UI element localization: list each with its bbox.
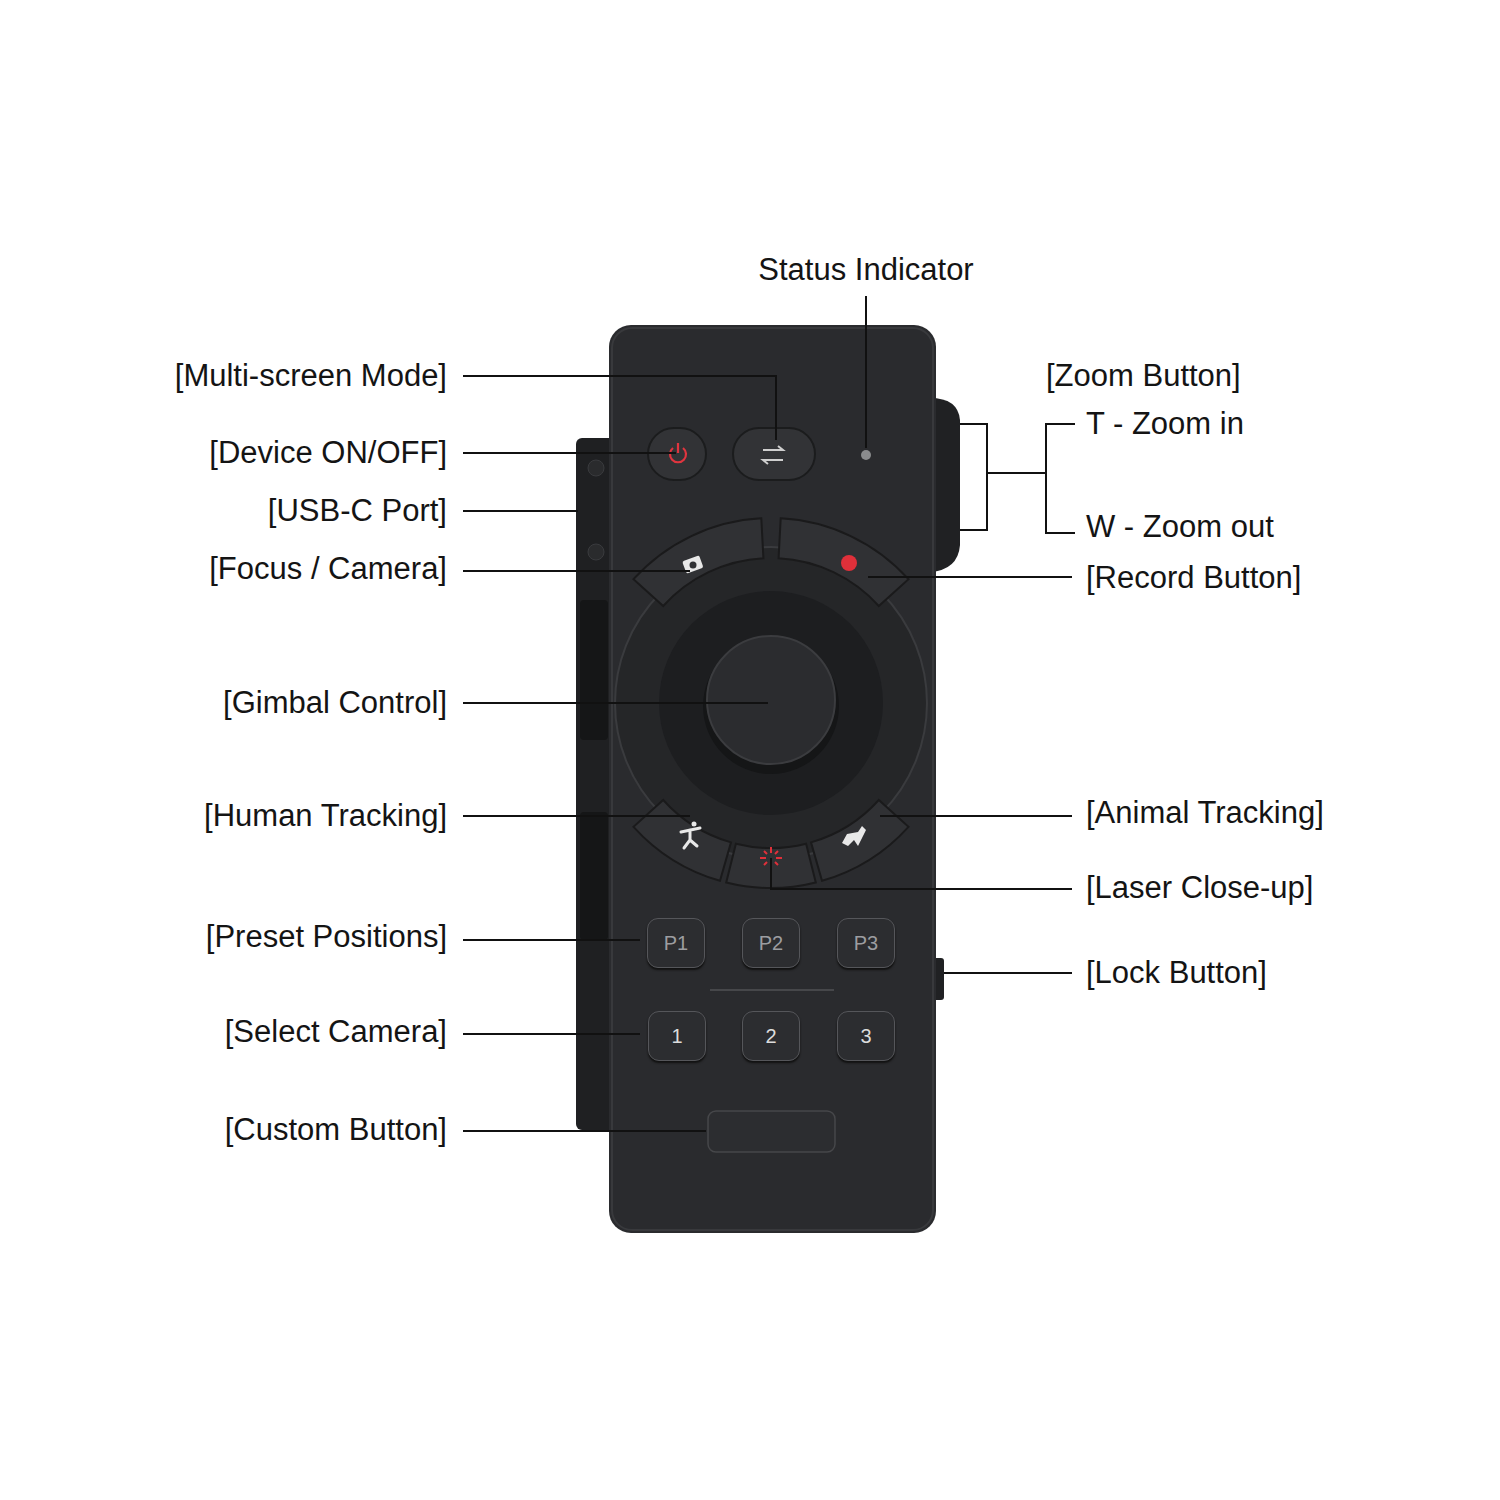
callout-text: T - Zoom in — [1086, 406, 1244, 441]
callout-label: [Focus / Camera] — [209, 552, 447, 586]
status-led — [861, 450, 871, 460]
leader-line — [944, 972, 1072, 974]
callout-label: [Record Button] — [1086, 561, 1301, 595]
leader-line — [463, 702, 768, 704]
button-label: 2 — [765, 1025, 776, 1047]
remote-button: 1 — [648, 1011, 706, 1061]
remote-button: P2 — [742, 918, 800, 968]
callout-text: [Multi-screen Mode] — [175, 358, 447, 393]
joystick — [707, 636, 835, 764]
zoom-bracket — [960, 424, 1075, 533]
custom-button — [708, 1111, 835, 1152]
callout-text: [Focus / Camera] — [209, 551, 447, 586]
leader-line — [463, 452, 676, 454]
record-icon — [841, 555, 857, 571]
callout-label: W - Zoom out — [1086, 510, 1274, 544]
multiscreen-button — [733, 428, 815, 480]
callout-label: Status Indicator — [758, 253, 973, 287]
callout-label: [USB-C Port] — [268, 494, 447, 528]
callout-label: [Animal Tracking] — [1086, 796, 1324, 830]
leader-line — [865, 296, 867, 448]
side-hole — [588, 460, 604, 476]
button-label: P1 — [664, 932, 688, 954]
remote-button: P3 — [837, 918, 895, 968]
leader-line — [880, 815, 1072, 817]
callout-label: [Laser Close-up] — [1086, 871, 1313, 905]
leader-line — [771, 858, 1072, 889]
leader-line — [463, 376, 776, 440]
leader-line — [463, 570, 690, 572]
leader-line — [463, 1130, 706, 1132]
human-icon — [681, 822, 700, 849]
callout-text: [Zoom Button] — [1046, 358, 1241, 393]
remote-body — [609, 325, 936, 1233]
callout-text: W - Zoom out — [1086, 509, 1274, 544]
button-label: P2 — [759, 932, 783, 954]
side-slot — [580, 600, 608, 740]
multiscreen-icon — [763, 446, 783, 464]
separator — [710, 989, 834, 991]
callout-label: [Select Camera] — [225, 1015, 447, 1049]
callout-label: [Lock Button] — [1086, 956, 1267, 990]
remote-button: P1 — [647, 918, 705, 968]
callout-text: [Human Tracking] — [204, 798, 447, 833]
leader-line — [463, 510, 578, 512]
side-hole — [588, 544, 604, 560]
callout-label: [Preset Positions] — [206, 920, 447, 954]
callout-text: Status Indicator — [758, 252, 973, 287]
side-slot — [580, 812, 608, 940]
callout-text: [Laser Close-up] — [1086, 870, 1313, 905]
power-icon — [677, 443, 679, 453]
callout-text: [Animal Tracking] — [1086, 795, 1324, 830]
camera-icon — [690, 562, 697, 569]
leader-line — [463, 1033, 640, 1035]
button-label: 1 — [671, 1025, 682, 1047]
callout-text: [Device ON/OFF] — [209, 435, 447, 470]
callout-text: [Preset Positions] — [206, 919, 447, 954]
remote-button: 2 — [742, 1011, 800, 1061]
button-label: P3 — [854, 932, 878, 954]
leader-line — [463, 939, 640, 941]
callout-text: [Custom Button] — [225, 1112, 447, 1147]
callout-label: [Custom Button] — [225, 1113, 447, 1147]
callout-text: [Select Camera] — [225, 1014, 447, 1049]
animal-icon — [842, 826, 866, 846]
callout-label: [Zoom Button] — [1046, 359, 1241, 393]
button-label: 3 — [860, 1025, 871, 1047]
human-tracking-button — [634, 800, 732, 881]
record-button — [779, 518, 909, 606]
leader-line — [463, 815, 690, 817]
leader-line — [868, 576, 1072, 578]
callout-text: [Gimbal Control] — [223, 685, 447, 720]
callout-text: [Lock Button] — [1086, 955, 1267, 990]
body-edge — [612, 328, 933, 1230]
callout-label: T - Zoom in — [1086, 407, 1244, 441]
callout-text: [USB-C Port] — [268, 493, 447, 528]
callout-label: [Human Tracking] — [204, 799, 447, 833]
camera-button — [634, 518, 764, 606]
animal-tracking-button — [811, 800, 909, 881]
callout-label: [Device ON/OFF] — [209, 436, 447, 470]
remote-button: 3 — [837, 1011, 895, 1061]
callout-label: [Multi-screen Mode] — [175, 359, 447, 393]
callout-label: [Gimbal Control] — [223, 686, 447, 720]
callout-text: [Record Button] — [1086, 560, 1301, 595]
leader-lines — [463, 296, 1075, 1131]
